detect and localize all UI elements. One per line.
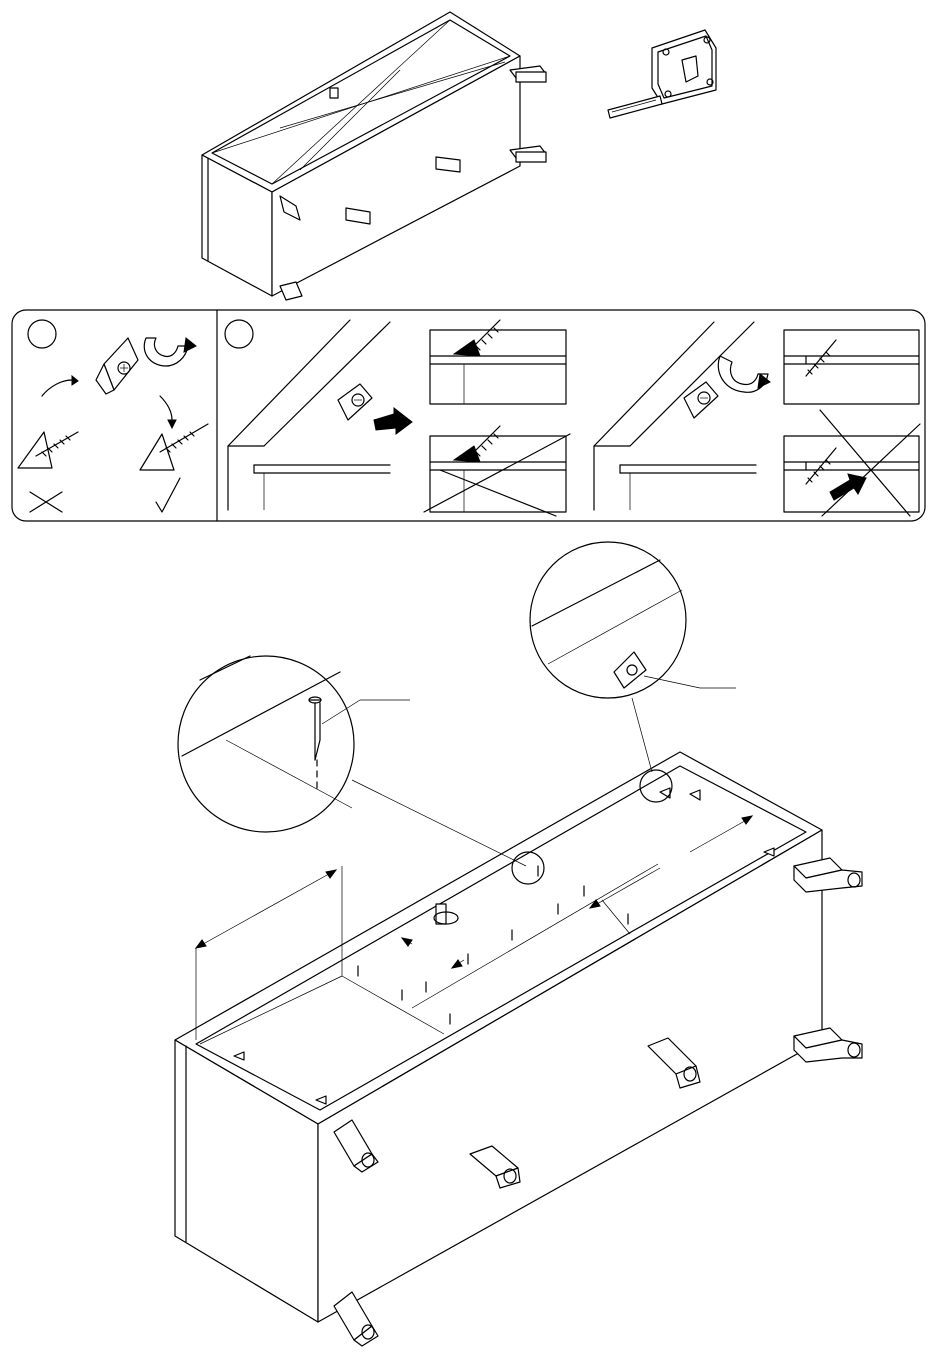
step-1-circle: [28, 320, 56, 348]
check-mark: [156, 478, 180, 512]
instruction-panel: [12, 310, 925, 521]
bracket-detail: [530, 542, 736, 802]
tape-measure: [608, 30, 716, 118]
step-2-area: [225, 320, 920, 516]
step-2-circle: [225, 320, 253, 348]
bottom-cabinet: [175, 752, 862, 1346]
leg: [280, 282, 302, 300]
push-arrow: [374, 408, 412, 434]
top-cabinet: [202, 12, 546, 300]
cross-mark: [424, 434, 570, 512]
step-1-area: [18, 320, 208, 512]
leg: [436, 157, 460, 172]
nail-detail: [178, 656, 544, 884]
